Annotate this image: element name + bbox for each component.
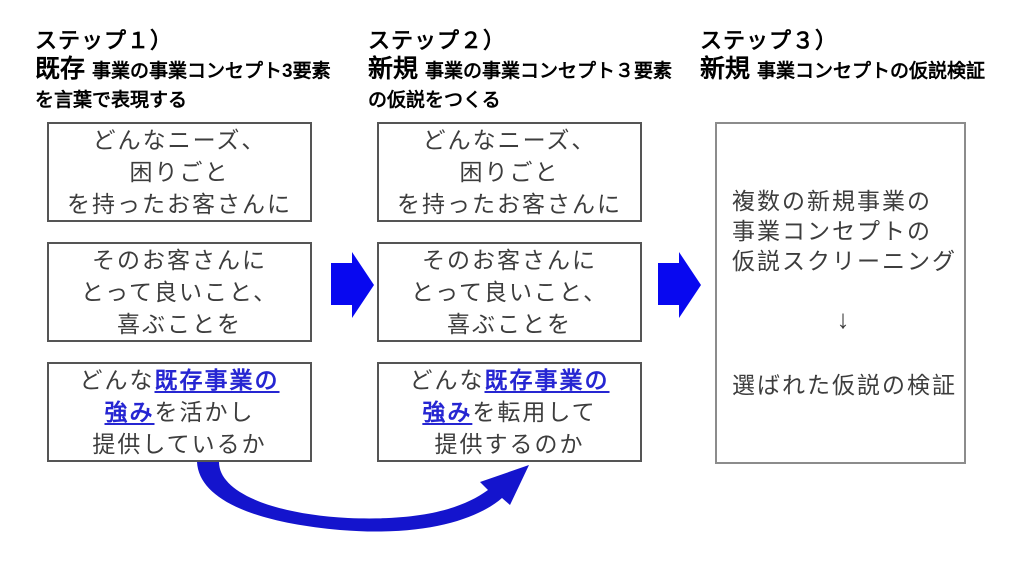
step3-keyword: 新規: [700, 55, 751, 83]
strength-line: 提供しているか: [49, 428, 310, 460]
step1-subtitle-rest: 事業の事業コンセプト3要素: [92, 61, 331, 82]
screening-line: 仮説スクリーニング: [732, 248, 957, 274]
step2-subtitle-rest: 事業の事業コンセプト３要素: [425, 61, 673, 82]
plain-text: 提供しているか: [92, 431, 267, 457]
step1-subtitle: 既存事業の事業コンセプト3要素: [35, 55, 331, 87]
value-line: そのお客さんに: [92, 247, 267, 273]
strength-highlight-text: 強み: [422, 399, 473, 425]
strength-highlight-text: 強み: [104, 399, 155, 425]
col1-needs-box: どんなニーズ、 困りごと を持ったお客さんに: [47, 122, 312, 222]
needs-line: 困りごと: [459, 159, 560, 185]
strength-line: どんな既存事業の: [379, 364, 640, 396]
step3-box: 複数の新規事業の 事業コンセプトの 仮説スクリーニング ↓ 選ばれた仮説の検証: [715, 122, 966, 464]
step3-title: ステップ３）: [700, 28, 839, 53]
verification-line: 選ばれた仮説の検証: [732, 372, 957, 398]
screening-line: 事業コンセプトの: [732, 218, 932, 244]
strength-line: 提供するのか: [379, 428, 640, 460]
step2-subtitle-line2: の仮説をつくる: [368, 90, 501, 111]
screening-line: 複数の新規事業の: [732, 188, 932, 214]
needs-line: どんなニーズ、: [422, 127, 597, 153]
value-line: とって良いこと、: [410, 279, 609, 305]
col1-value-box: そのお客さんに とって良いこと、 喜ぶことを: [47, 242, 312, 342]
col2-value-box: そのお客さんに とって良いこと、 喜ぶことを: [377, 242, 642, 342]
needs-line: 困りごと: [129, 159, 230, 185]
strength-highlight-text: 既存事業の: [154, 367, 280, 393]
needs-line: を持ったお客さんに: [67, 191, 292, 217]
arrow-step2-to-step3-icon: [658, 252, 701, 318]
step1-keyword: 既存: [35, 55, 86, 83]
step3-subtitle-rest: 事業コンセプトの仮説検証: [757, 61, 986, 82]
step2-keyword: 新規: [368, 55, 419, 83]
plain-text: を活かし: [154, 399, 255, 425]
value-line: 喜ぶことを: [117, 311, 242, 337]
plain-text: を転用して: [472, 399, 597, 425]
col2-needs-box: どんなニーズ、 困りごと を持ったお客さんに: [377, 122, 642, 222]
value-line: そのお客さんに: [422, 247, 597, 273]
step1-subtitle-line2: を言葉で表現する: [35, 90, 188, 111]
strength-line: どんな既存事業の: [49, 364, 310, 396]
step1-title: ステップ１）: [35, 28, 174, 53]
curved-arrow-strength-reuse-icon: [197, 462, 529, 532]
col1-strength-box: どんな既存事業の 強みを活かし 提供しているか: [47, 362, 312, 462]
value-line: 喜ぶことを: [447, 311, 572, 337]
step1-header: ステップ１） 既存事業の事業コンセプト3要素 を言葉で表現する: [35, 26, 331, 114]
needs-line: どんなニーズ、: [92, 127, 267, 153]
plain-text: どんな: [79, 367, 155, 393]
plain-text: どんな: [409, 367, 485, 393]
arrow-step1-to-step2-icon: [331, 252, 374, 318]
needs-line: を持ったお客さんに: [397, 191, 622, 217]
strength-highlight-text: 既存事業の: [484, 367, 610, 393]
step2-header: ステップ２） 新規事業の事業コンセプト３要素 の仮説をつくる: [368, 26, 672, 114]
strength-line: 強みを転用して: [379, 396, 640, 428]
plain-text: 提供するのか: [434, 431, 585, 457]
step3-header: ステップ３） 新規事業コンセプトの仮説検証: [700, 26, 985, 87]
step2-title: ステップ２）: [368, 28, 507, 53]
value-line: とって良いこと、: [80, 279, 279, 305]
step2-subtitle: 新規事業の事業コンセプト３要素: [368, 55, 672, 87]
down-arrow-icon: ↓: [836, 304, 852, 334]
col2-strength-box: どんな既存事業の 強みを転用して 提供するのか: [377, 362, 642, 462]
strength-line: 強みを活かし: [49, 396, 310, 428]
step3-subtitle: 新規事業コンセプトの仮説検証: [700, 55, 985, 87]
